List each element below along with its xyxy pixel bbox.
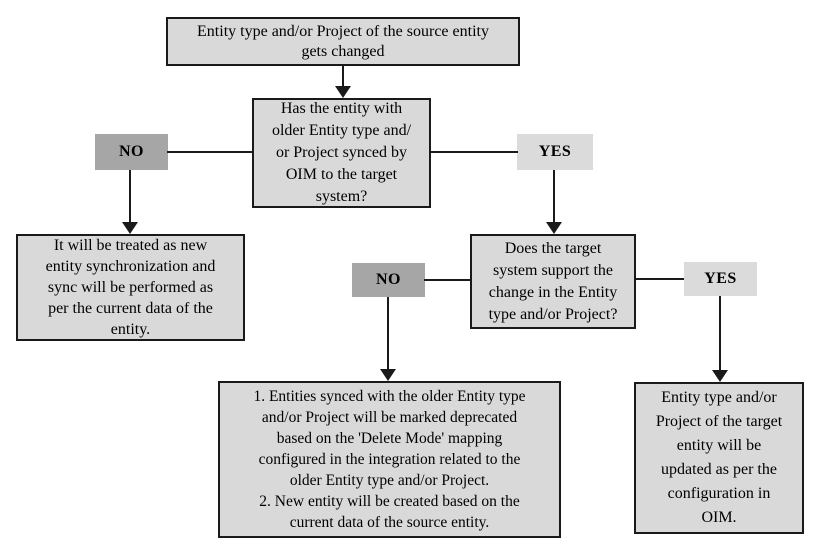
connector-yes2-to-result-update: [719, 296, 721, 371]
connector-start-to-decision1: [342, 66, 344, 87]
arrowhead-down-icon: [122, 222, 138, 234]
no-label-1: NO: [95, 134, 168, 170]
yes-label-1: YES: [517, 134, 593, 170]
start-node: Entity type and/or Project of the source…: [166, 17, 520, 66]
result-update-node: Entity type and/or Project of the target…: [634, 382, 804, 534]
connector-no2-to-decision2: [424, 279, 470, 281]
no-label-2: NO: [352, 263, 425, 297]
result-new-sync-node: It will be treated as new entity synchro…: [16, 234, 245, 341]
arrowhead-down-icon: [546, 222, 562, 234]
arrowhead-down-icon: [335, 86, 351, 98]
connector-decision2-to-yes2: [635, 278, 684, 280]
connector-decision1-to-yes1: [430, 151, 518, 153]
arrowhead-down-icon: [380, 369, 396, 381]
connector-yes1-to-decision2: [553, 170, 555, 223]
arrowhead-down-icon: [712, 370, 728, 382]
connector-no2-to-result-deprecate: [387, 297, 389, 370]
connector-no1-to-result-left: [129, 170, 131, 223]
result-deprecate-node: 1. Entities synced with the older Entity…: [218, 381, 561, 538]
yes-label-2: YES: [684, 262, 757, 296]
decision-synced-node: Has the entity with older Entity type an…: [252, 98, 431, 208]
connector-no1-to-decision1: [167, 151, 252, 153]
decision-support-node: Does the target system support the chang…: [470, 234, 636, 329]
